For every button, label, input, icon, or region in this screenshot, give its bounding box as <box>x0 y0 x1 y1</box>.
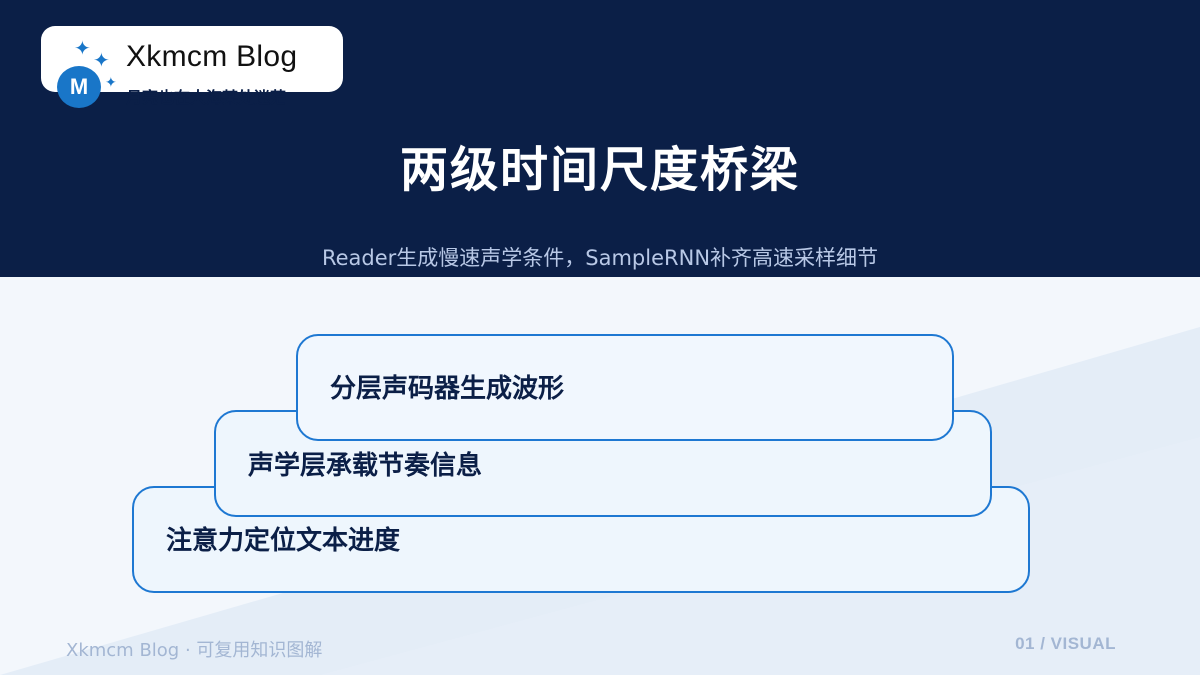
step-label: 分层声码器生成波形 <box>330 374 565 404</box>
step-label: 注意力定位文本进度 <box>166 526 401 556</box>
slide-subtitle: Reader生成慢速声学条件，SampleRNN补齐高速采样细节 <box>321 246 879 270</box>
step-card: 分层声码器生成波形 <box>296 334 954 441</box>
slide-title: 两级时间尺度桥梁 <box>399 142 800 198</box>
sparkle-icon: ✦ <box>74 36 91 60</box>
step-label: 声学层承载节奏信息 <box>248 451 483 481</box>
logo-avatar: M <box>57 66 101 108</box>
blog-tagline: 月亮也在大海某处迷茫 <box>126 88 287 107</box>
footer-brand: Xkmcm Blog · 可复用知识图解 <box>66 640 323 661</box>
blog-name: Xkmcm Blog <box>126 40 298 73</box>
sparkle-icon: ✦ <box>93 48 110 72</box>
page-indicator: 01 / VISUAL <box>1015 634 1116 653</box>
sparkle-icon: ✦ <box>105 75 117 91</box>
